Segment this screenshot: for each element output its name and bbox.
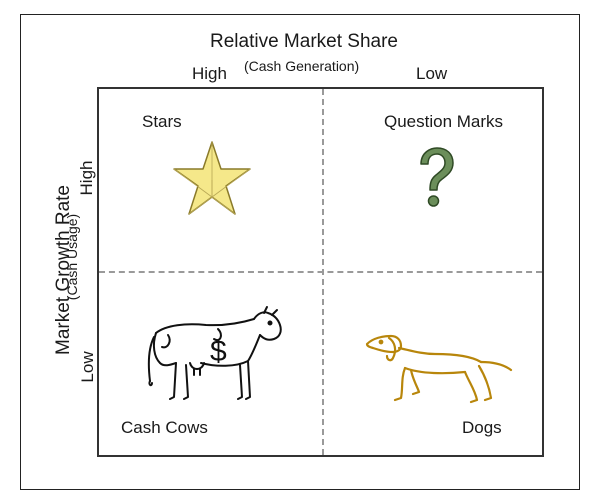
horizontal-axis-title: Relative Market Share <box>210 31 398 52</box>
horizontal-axis-low-label: Low <box>416 64 448 83</box>
question-mark-icon <box>420 147 454 207</box>
bcg-matrix <box>97 87 544 457</box>
star-icon <box>173 141 251 215</box>
cash-cows-label: Cash Cows <box>121 418 208 437</box>
figure-frame <box>20 14 580 490</box>
dog-icon <box>365 334 513 404</box>
horizontal-divider <box>99 271 542 273</box>
vertical-divider <box>322 89 324 455</box>
vertical-axis-high-label: High <box>77 160 96 196</box>
cow-icon: $ <box>147 306 282 400</box>
dogs-label: Dogs <box>462 418 502 437</box>
question-marks-label: Question Marks <box>384 112 504 131</box>
vertical-axis-low-label: Low <box>78 351 97 383</box>
horizontal-axis-subtitle: (Cash Generation) <box>244 58 360 74</box>
stars-label: Stars <box>142 112 182 131</box>
dollar-sign-symbol: $ <box>210 335 227 368</box>
horizontal-axis-high-label: High <box>192 64 227 83</box>
